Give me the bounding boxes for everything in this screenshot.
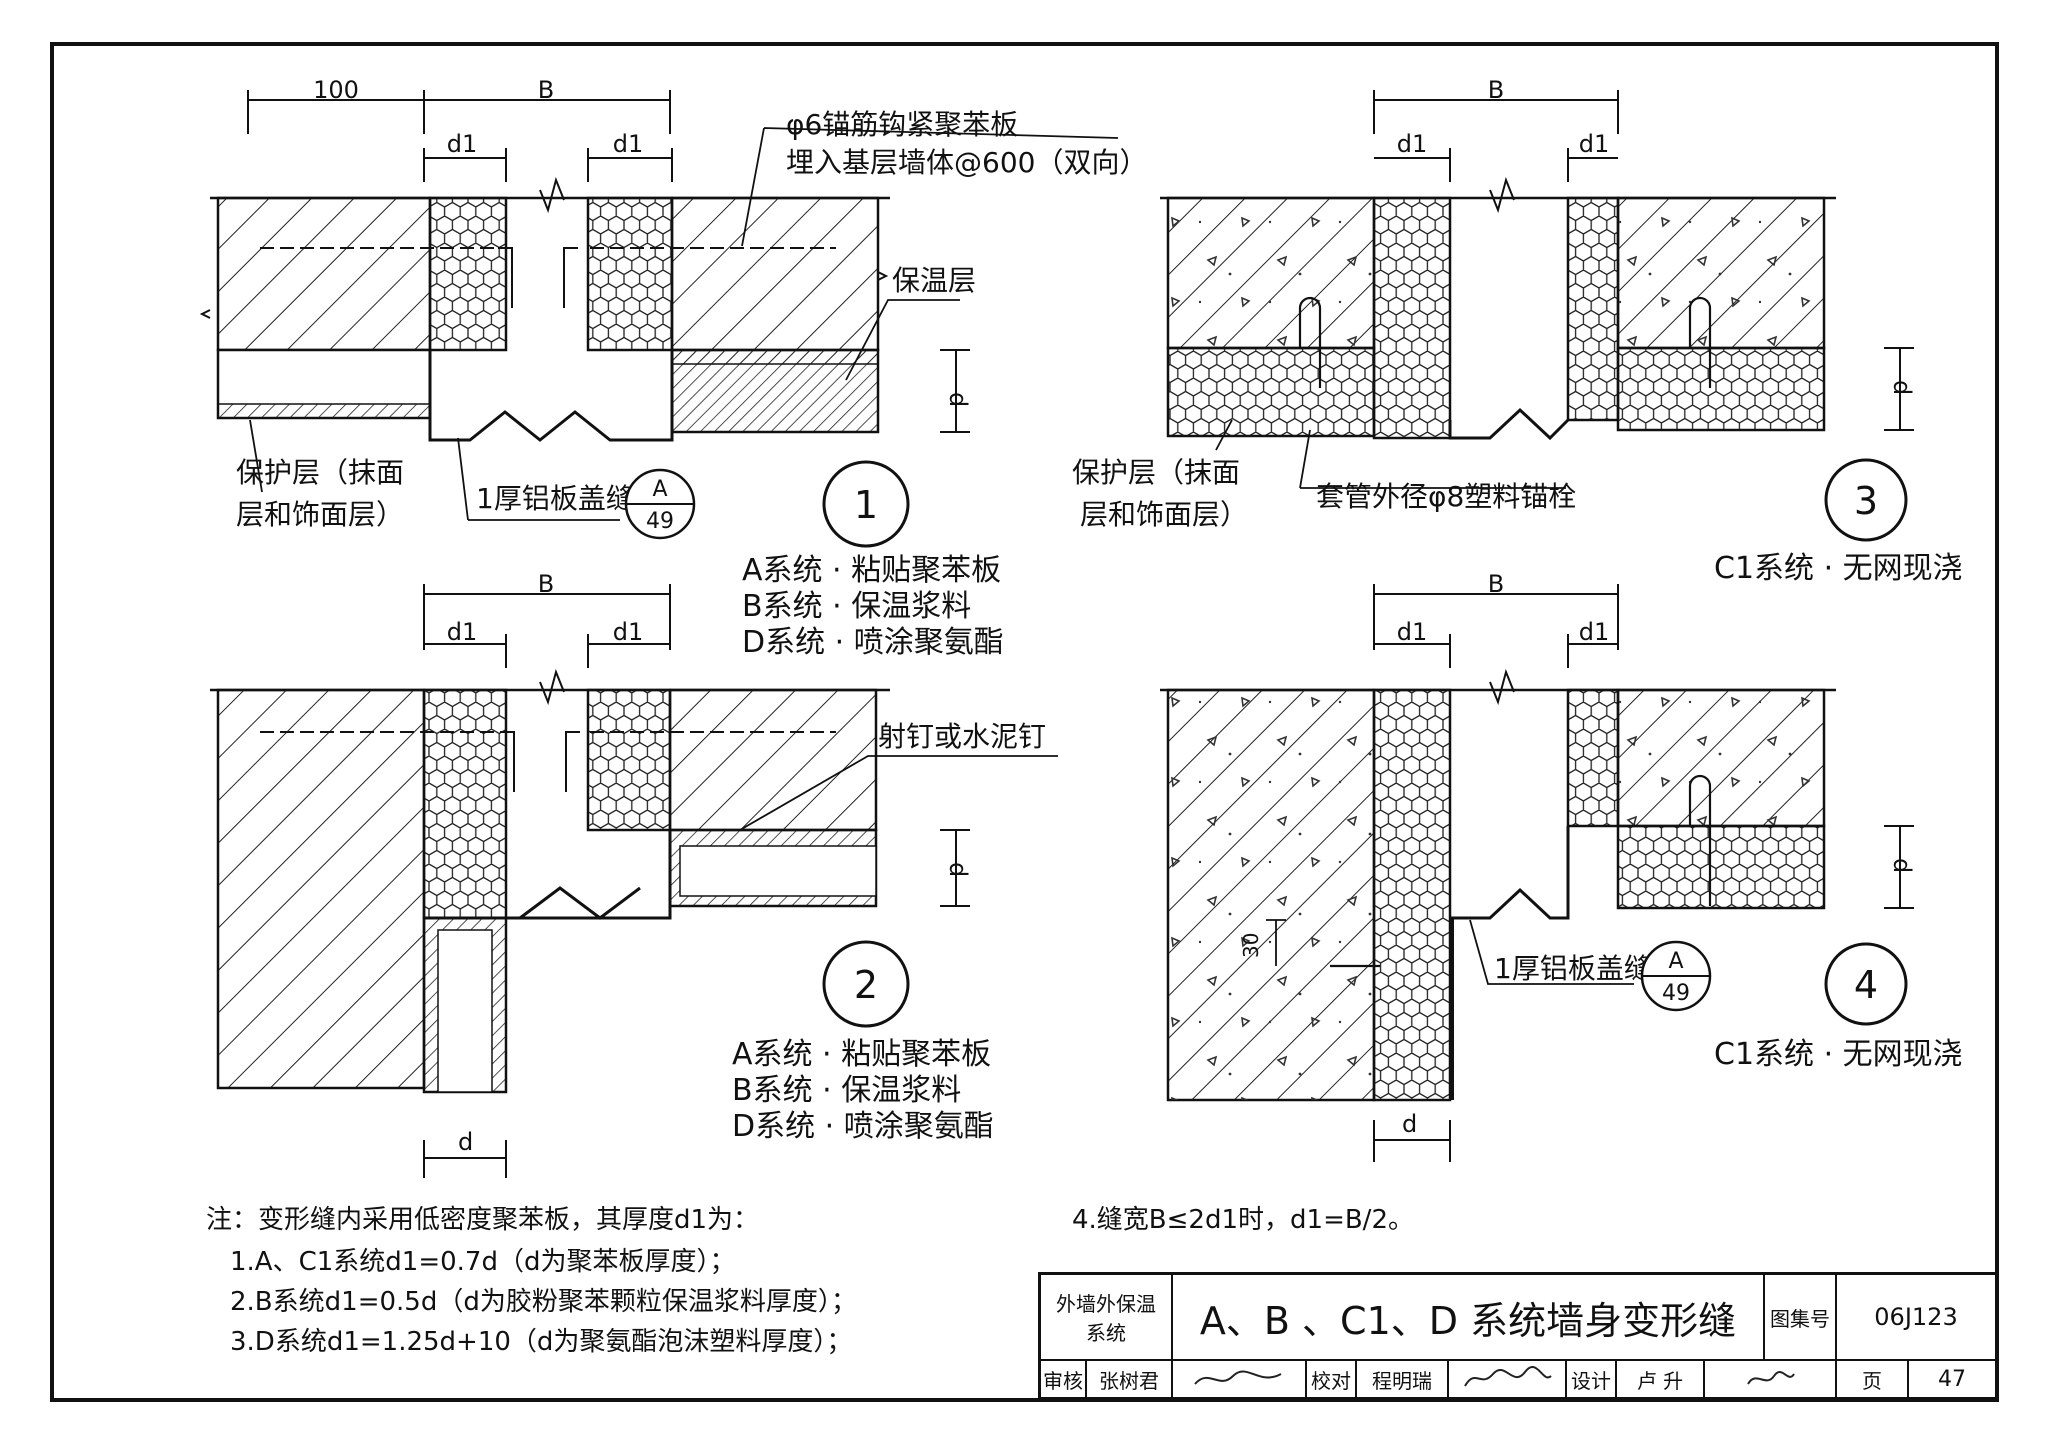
detail-1-wall-right xyxy=(670,196,880,352)
dim-B-2: B xyxy=(538,570,554,598)
dim-B-1: B xyxy=(538,76,554,104)
title-block-check-name: 程明瑞 xyxy=(1357,1361,1449,1397)
detail-4-eps-right xyxy=(1566,688,1620,828)
title-block-review-label: 审核 xyxy=(1041,1361,1087,1397)
detail-3-system-1: C1系统 · 无网现浇 xyxy=(1714,551,1963,586)
detail-number-4: 4 xyxy=(1824,942,1908,1026)
detail-number-3: 3 xyxy=(1824,458,1908,542)
title-block-category: 外墙外保温系统 xyxy=(1041,1275,1173,1361)
label-plastic-anchor: 套管外径φ8塑料锚栓 xyxy=(1316,480,1576,513)
label-alu-cover-1: 1厚铝板盖缝 xyxy=(476,482,634,515)
label-protect-3b: 层和饰面层） xyxy=(1080,498,1248,531)
note-3: 3.D系统d1=1.25d+10（d为聚氨酯泡沫塑料厚度）； xyxy=(230,1327,853,1357)
label-protect-3a: 保护层（抹面 xyxy=(1072,456,1240,489)
dim-d-1: d xyxy=(944,392,972,407)
detail-1-system-3: D系统 · 喷涂聚氨酯 xyxy=(742,625,1004,660)
detail-4-insulation-right xyxy=(1616,824,1826,910)
detail-3-drawing xyxy=(1160,90,1914,489)
detail-3-insulation-right xyxy=(1616,346,1826,432)
label-protect-1a: 保护层（抹面 xyxy=(236,456,404,489)
dim-d-2a: d xyxy=(944,862,972,877)
signature-design xyxy=(1705,1361,1837,1397)
label-nail: 射钉或水泥钉 xyxy=(878,720,1046,753)
dim-d-3: d xyxy=(1888,380,1916,395)
title-block-page-no: 47 xyxy=(1938,1366,1966,1392)
label-alu-cover-4: 1厚铝板盖缝 xyxy=(1494,952,1652,985)
title-block: 外墙外保温系统 A、B 、C1、D 系统墙身变形缝 图集号 06J123 审核 … xyxy=(1038,1272,1998,1400)
title-block-design-name: 卢 升 xyxy=(1617,1361,1705,1397)
dim-d1-1a: d1 xyxy=(447,130,478,158)
detail-number-1: 1 xyxy=(822,460,910,548)
dim-d-4b: d xyxy=(1402,1110,1417,1138)
detail-4-drawing xyxy=(1160,584,1914,1162)
detail-4-eps-left xyxy=(1372,688,1452,1102)
title-block-review-name: 张树君 xyxy=(1087,1361,1173,1397)
detail-2-eps-left xyxy=(422,688,508,920)
detail-1-drawing xyxy=(199,90,1119,521)
signature-review xyxy=(1173,1361,1307,1397)
dim-d-4a: d xyxy=(1888,858,1916,873)
dim-d1-4a: d1 xyxy=(1397,618,1428,646)
dim-d1-2b: d1 xyxy=(613,618,644,646)
detail-2-eps-right xyxy=(586,688,672,832)
dim-B-4: B xyxy=(1488,570,1504,598)
detail-2-system-2: B系统 · 保温浆料 xyxy=(732,1073,961,1108)
title-block-title: A、B 、C1、D 系统墙身变形缝 xyxy=(1173,1275,1765,1361)
title-block-check-label: 校对 xyxy=(1307,1361,1357,1397)
title-block-atlas-label: 图集号 xyxy=(1765,1275,1837,1361)
dim-100: 100 xyxy=(313,76,359,104)
ref-marker-4: A 49 xyxy=(1640,940,1712,1012)
dim-d1-3a: d1 xyxy=(1397,130,1428,158)
detail-number-2: 2 xyxy=(822,940,910,1028)
svg-text:A: A xyxy=(652,477,667,502)
label-insulation: 保温层 xyxy=(892,264,976,297)
note-1: 1.A、C1系统d1=0.7d（d为聚苯板厚度）； xyxy=(230,1247,736,1277)
detail-2-wall-right xyxy=(668,688,878,832)
sheet-frame xyxy=(50,42,1999,1402)
detail-1-system-2: B系统 · 保温浆料 xyxy=(742,589,971,624)
detail-1-eps-right xyxy=(586,196,674,352)
svg-text:49: 49 xyxy=(646,509,674,534)
detail-1-eps-left xyxy=(428,196,508,352)
title-block-page-label: 页 xyxy=(1837,1361,1909,1397)
detail-2-system-1: A系统 · 粘贴聚苯板 xyxy=(732,1037,991,1072)
detail-1-wall-left xyxy=(216,196,432,352)
detail-1-system-1: A系统 · 粘贴聚苯板 xyxy=(742,553,1001,588)
note-2: 2.B系统d1=0.5d（d为胶粉聚苯颗粒保温浆料厚度）； xyxy=(230,1287,857,1317)
detail-2-drawing xyxy=(210,584,1058,1178)
dim-B-3: B xyxy=(1488,76,1504,104)
ref-marker-1: A 49 xyxy=(624,468,696,540)
label-protect-1b: 层和饰面层） xyxy=(236,498,404,531)
svg-text:3: 3 xyxy=(1854,479,1878,523)
dim-d1-4b: d1 xyxy=(1579,618,1610,646)
dim-d1-1b: d1 xyxy=(613,130,644,158)
dim-d1-2a: d1 xyxy=(447,618,478,646)
detail-2-system-3: D系统 · 喷涂聚氨酯 xyxy=(732,1109,994,1144)
detail-4-system-1: C1系统 · 无网现浇 xyxy=(1714,1037,1963,1072)
detail-2-wall-left xyxy=(216,688,426,1090)
detail-3-insulation-left xyxy=(1166,346,1376,438)
svg-text:A: A xyxy=(1668,949,1683,974)
label-anchor-bar-2: 埋入基层墙体@600（双向） xyxy=(786,146,1147,179)
label-anchor-bar-1: φ6锚筋钩紧聚苯板 xyxy=(786,108,1018,141)
svg-text:1: 1 xyxy=(854,483,878,527)
dim-d1-3b: d1 xyxy=(1579,130,1610,158)
title-block-atlas-no: 06J123 xyxy=(1837,1275,1995,1361)
notes-head: 注：变形缝内采用低密度聚苯板，其厚度d1为： xyxy=(206,1205,760,1235)
dim-30: 30 xyxy=(1239,933,1263,958)
note-4: 4.缝宽B≤2d1时，d1=B/2。 xyxy=(1072,1205,1414,1235)
title-block-design-label: 设计 xyxy=(1567,1361,1617,1397)
detail-3-eps-right xyxy=(1566,196,1620,422)
dim-d-2b: d xyxy=(458,1128,473,1156)
svg-text:4: 4 xyxy=(1854,963,1878,1007)
svg-text:49: 49 xyxy=(1662,981,1690,1006)
detail-3-eps-left xyxy=(1372,196,1452,440)
svg-text:2: 2 xyxy=(854,963,878,1007)
signature-check xyxy=(1449,1361,1567,1397)
